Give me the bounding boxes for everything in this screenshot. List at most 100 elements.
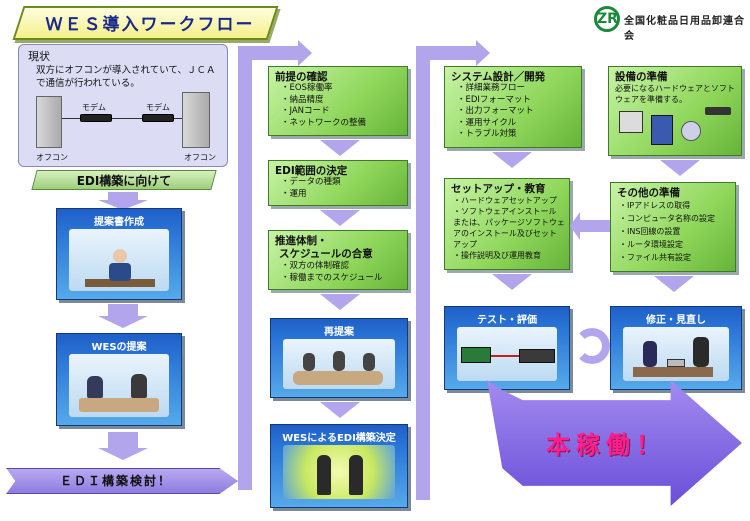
- final-launch-text: 本稼働！: [546, 431, 666, 459]
- panel-title: テスト・評価: [477, 315, 537, 326]
- person-icon: [643, 341, 657, 367]
- connector-arrow: [416, 46, 430, 476]
- connector-arrow: [238, 46, 252, 466]
- offcon-server-icon: [182, 92, 210, 148]
- panel-wes-proposal: WESの提案: [56, 333, 182, 426]
- step-item: ・EOS稼働率: [281, 83, 333, 93]
- step-item: 必要になるハードウェアとソフト: [615, 84, 735, 93]
- connector-arrow: [238, 46, 298, 60]
- connector-arrow: [574, 220, 610, 232]
- flow-arrow-icon: [476, 40, 490, 66]
- panel-test-eval: テスト・評価: [444, 306, 570, 390]
- step-item: ・ルータ環境設定: [619, 240, 683, 249]
- flow-arrow-icon: [570, 212, 580, 240]
- step-schedule-agreement: 推進体制・ スケジュールの合意 ・双方の体制確認 ・稼働までのスケジュール: [268, 230, 408, 290]
- panel-edi-decision: WESによるEDI構築決定: [270, 424, 408, 508]
- step-premise-check: 前提の確認 ・EOS稼働率 ・納品精度 ・JANコード ・ネットワークの整備: [268, 66, 408, 136]
- step-equipment-prep: 設備の準備 必要になるハードウェアとソフト ウェアを準備する。: [608, 66, 742, 156]
- person-icon: [317, 455, 331, 495]
- step-item: ・コンピュータ名称の設定: [619, 214, 715, 223]
- step-item: ・ファイル共有設定: [619, 253, 691, 262]
- person-icon: [303, 353, 315, 371]
- panel-re-proposal: 再提案: [270, 318, 408, 398]
- person-icon: [693, 337, 709, 367]
- flow-arrow-icon: [660, 160, 700, 176]
- panel-title: 再提案: [324, 327, 354, 338]
- step-item: ・稼働までのスケジュール: [281, 272, 383, 283]
- step-item: ・操作説明及び運用教育: [453, 251, 541, 260]
- current-state-title: 現状: [28, 50, 50, 63]
- modem-label: モデム: [146, 103, 170, 112]
- flow-arrow-icon: [492, 274, 532, 290]
- org-name: 全国化粧品日用品卸連合会: [624, 16, 745, 42]
- modem-label: モデム: [82, 103, 106, 112]
- edi-banner-text: EDI構築に向けて: [76, 174, 172, 188]
- step-title: EDI範囲の決定: [275, 165, 348, 177]
- pc-icon: [619, 111, 643, 133]
- step-title: システム設計／開発: [451, 71, 546, 83]
- person-icon: [333, 351, 345, 371]
- flow-arrow-icon: [320, 210, 360, 226]
- handshake-illustration: [283, 445, 395, 499]
- flow-arrow-icon: [98, 448, 148, 460]
- step-items: ・データの種類 ・運用: [281, 177, 341, 200]
- router-icon: [461, 347, 491, 363]
- step-item: ・双方の体制確認: [281, 261, 350, 271]
- flow-arrow-icon: [298, 40, 312, 66]
- desk-icon: [633, 367, 713, 377]
- person-icon: [363, 353, 375, 371]
- person-icon: [113, 249, 127, 263]
- flow-arrow-icon: [320, 294, 360, 310]
- step-items: 必要になるハードウェアとソフト ウェアを準備する。: [615, 83, 735, 105]
- step-item: アのインストール及びセット: [453, 229, 557, 238]
- flow-arrow-icon: [98, 200, 148, 210]
- desk-icon: [85, 279, 155, 287]
- step-edi-scope: EDI範囲の決定 ・データの種類 ・運用: [268, 160, 408, 206]
- step-items: ・詳細業務フロー ・EDIフォーマット ・出力フォーマット ・運用サイクル ・ト…: [457, 83, 534, 141]
- panel-revision: 修正・見直し: [610, 306, 742, 390]
- flow-arrow-icon: [108, 432, 138, 450]
- loop-arrow-icon: [574, 328, 610, 364]
- person-icon: [131, 374, 147, 398]
- step-item: ・詳細業務フロー: [457, 83, 526, 93]
- flow-arrow-icon: [108, 192, 138, 202]
- step-item: ・INS回線の設置: [619, 227, 681, 236]
- step-setup-education: セットアップ・教育 ・ハードウェアセットアップ ・ソフトウェアインストール また…: [444, 178, 570, 270]
- step-item: アップ: [453, 240, 477, 249]
- modem-icon: [705, 107, 731, 115]
- step-item: ・トラブル対策: [457, 129, 517, 139]
- modem-icon: [142, 114, 174, 122]
- step-item: ・納品精度: [281, 94, 324, 105]
- offcon-label: オフコン: [184, 153, 216, 162]
- cable-icon: [491, 355, 519, 357]
- step-item: または、パッケージソフトウェ: [453, 218, 565, 227]
- step-title-line2: スケジュールの合意: [279, 248, 373, 260]
- flow-arrow-icon: [320, 140, 360, 156]
- step-items: ・IPアドレスの取得 ・コンピュータ名称の設定 ・INS回線の設置 ・ルータ環境…: [619, 199, 715, 264]
- org-logo-icon: ZR: [594, 6, 620, 32]
- stressed-worker-illustration: [69, 229, 169, 291]
- step-item: ウェアを準備する。: [615, 95, 687, 104]
- step-item: ・ソフトウェアインストール: [453, 207, 557, 216]
- flow-arrow-icon: [98, 316, 148, 328]
- step-item: ・JANコード: [281, 106, 330, 116]
- flow-arrow-icon: [320, 402, 360, 418]
- step-item: ・IPアドレスの取得: [619, 201, 691, 210]
- offcon-label: オフコン: [36, 153, 68, 162]
- step-system-design: システム設計／開発 ・詳細業務フロー ・EDIフォーマット ・出力フォーマット …: [444, 66, 582, 148]
- current-state-desc: 双方にオフコンが導入されていて、ＪＣＡで通信が行われている。: [36, 65, 216, 89]
- step-other-prep: その他の準備 ・IPアドレスの取得 ・コンピュータ名称の設定 ・INS回線の設置…: [610, 182, 736, 272]
- person-icon: [349, 455, 363, 495]
- step-title: 前提の確認: [275, 71, 328, 83]
- network-equipment-illustration: [457, 327, 557, 381]
- step-item: ・運用サイクル: [457, 117, 517, 128]
- office-work-illustration: [623, 327, 729, 381]
- flow-arrow-icon: [654, 276, 694, 292]
- person-icon: [109, 263, 131, 281]
- step-title: その他の準備: [617, 187, 680, 199]
- step-title: セットアップ・教育: [451, 183, 546, 195]
- panel-title: 提案書作成: [94, 217, 144, 228]
- person-icon: [87, 376, 103, 398]
- flow-arrow-icon: [108, 304, 138, 318]
- panel-title: WESの提案: [91, 342, 147, 353]
